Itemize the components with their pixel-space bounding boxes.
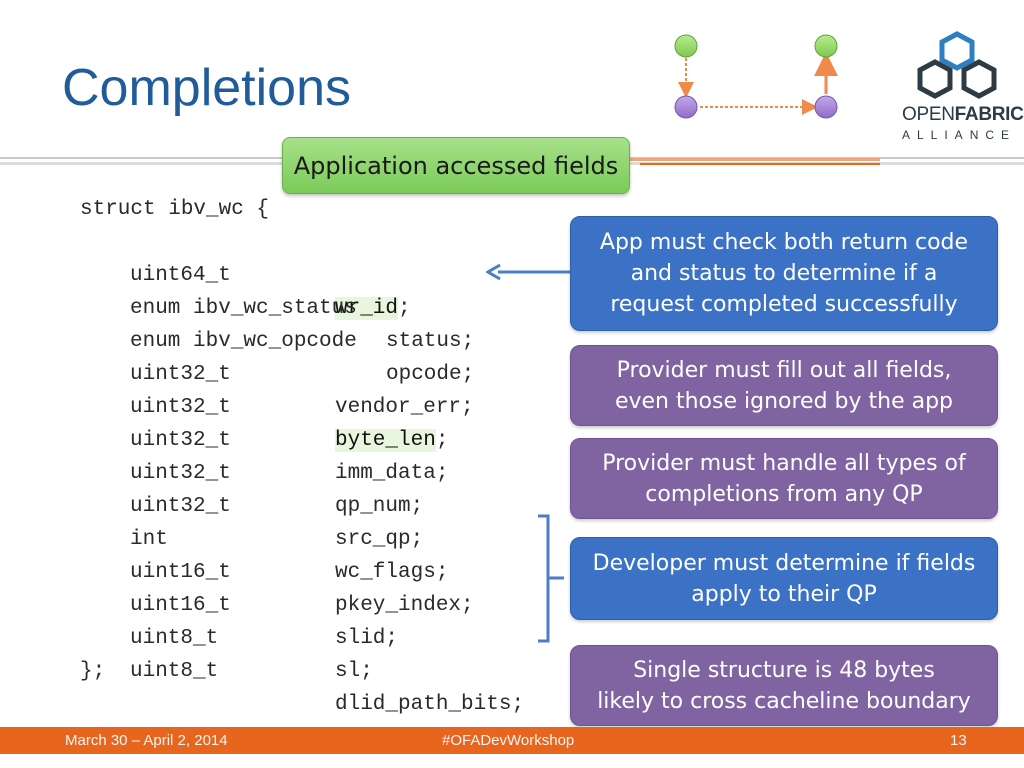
bracket-icon (538, 514, 564, 643)
slide-title: Completions (62, 59, 352, 117)
code-line: uint64_t wr_id; (80, 226, 580, 320)
code-line: enum ibv_wc_opcode opcode; (80, 292, 580, 386)
field-type: uint8_t (130, 660, 219, 683)
callout-provider-handle-types: Provider must handle all types of comple… (570, 438, 998, 519)
code-line: enum ibv_wc_status status; (80, 259, 580, 353)
field-type: enum ibv_wc_opcode (130, 330, 357, 353)
field-type: uint16_t (130, 561, 231, 584)
field-name: imm_data (335, 462, 436, 485)
field-name: dlid_path_bits (335, 693, 512, 716)
field-type: uint8_t (130, 627, 219, 650)
logo-word-fabrics: FABRICS (954, 104, 1024, 125)
field-type: uint16_t (130, 594, 231, 617)
code-line: uint32_t qp_num; (80, 424, 580, 518)
code-line: uint8_t sl; (80, 589, 580, 683)
callout-line: even those ignored by the app (614, 388, 954, 414)
footer-date: March 30 – April 2, 2014 (65, 732, 228, 749)
code-line: uint32_t src_qp; (80, 457, 580, 551)
callout-developer-fields: Developer must determine if fields apply… (570, 537, 998, 620)
logo-word-alliance: ALLIANCE (902, 128, 1017, 142)
callout-provider-fill-fields: Provider must fill out all fields, even … (570, 345, 998, 426)
field-name: status (386, 330, 462, 353)
footer-hashtag: #OFADevWorkshop (442, 732, 575, 749)
page-number: 13 (950, 732, 967, 749)
callout-line: and status to determine if a (630, 261, 938, 286)
field-name: slid (335, 627, 386, 650)
field-type: uint32_t (130, 363, 231, 386)
callout-structure-size: Single structure is 48 bytes likely to c… (570, 645, 998, 726)
openfabrics-logo (917, 31, 997, 99)
flow-diagram-icon (674, 34, 838, 119)
callout-line: apply to their QP (691, 581, 877, 607)
field-type: uint64_t (130, 264, 231, 287)
field-name: qp_num (335, 495, 411, 518)
field-name: wc_flags (335, 561, 436, 584)
callout-line: request completed successfully (610, 292, 958, 317)
code-line: uint32_t byte_len; (80, 358, 580, 452)
field-type: uint32_t (130, 462, 231, 485)
code-line: uint32_t vendor_err; (80, 325, 580, 419)
application-fields-label: Application accessed fields (282, 137, 630, 194)
callout-line: Provider must fill out all fields, (616, 357, 952, 383)
field-name: sl (335, 660, 361, 683)
logo-text: OPENFABRICS ALLIANCE (902, 104, 1024, 142)
callout-check-status: App must check both return code and stat… (570, 216, 998, 331)
callout-line: Single structure is 48 bytes (633, 657, 935, 683)
code-struct-open: struct ibv_wc { (80, 198, 270, 221)
field-type: int (130, 528, 168, 551)
callout-line: Provider must handle all types of (602, 450, 966, 476)
footer-bar: March 30 – April 2, 2014 #OFADevWorkshop… (0, 727, 1024, 754)
field-name-highlighted: wr_id (335, 297, 399, 320)
code-line: uint32_t imm_data; (80, 391, 580, 485)
field-name: opcode (386, 363, 462, 386)
code-struct-close: }; (80, 660, 106, 683)
callout-line: completions from any QP (645, 481, 923, 507)
field-type: enum ibv_wc_status (130, 297, 357, 320)
callout-line: Developer must determine if fields (592, 550, 976, 576)
code-line: uint16_t slid; (80, 556, 580, 650)
field-name: src_qp (335, 528, 411, 551)
code-line: uint16_t pkey_index; (80, 523, 580, 617)
field-name-highlighted: byte_len (335, 429, 436, 452)
logo-word-open: OPEN (902, 104, 955, 125)
field-type: uint32_t (130, 429, 231, 452)
arrow-left-icon (486, 263, 570, 281)
code-line: int wc_flags; (80, 490, 580, 584)
field-name: pkey_index (335, 594, 462, 617)
callout-line: likely to cross cacheline boundary (597, 688, 971, 714)
field-type: uint32_t (130, 396, 231, 419)
field-type: uint32_t (130, 495, 231, 518)
field-name: vendor_err (335, 396, 462, 419)
code-line: uint8_t dlid_path_bits; (80, 622, 580, 716)
callout-line: App must check both return code (599, 230, 969, 255)
